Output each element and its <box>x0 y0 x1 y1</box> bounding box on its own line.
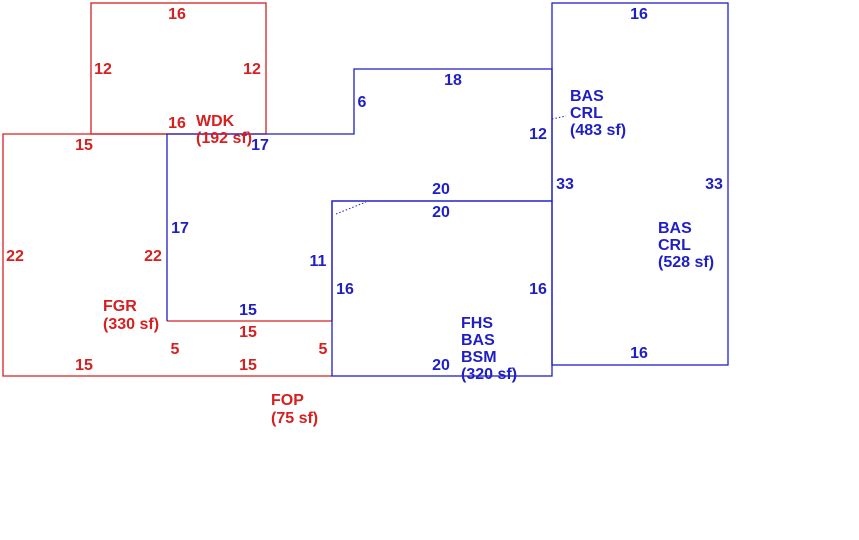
area-code: BSM <box>461 349 497 366</box>
area-size: (192 sf) <box>196 130 252 147</box>
area-code: WDK <box>196 113 235 130</box>
bas-upper-area-label: BAS CRL (483 sf) <box>570 88 626 139</box>
dimension-label: 12 <box>243 61 261 78</box>
dimension-label: 18 <box>444 72 462 89</box>
dimension-label: 5 <box>171 341 180 358</box>
dimension-label: 15 <box>239 324 257 341</box>
area-size: (330 sf) <box>103 316 159 333</box>
dimension-label: 15 <box>239 357 257 374</box>
living-outlines <box>166 2 729 377</box>
dimension-label: 5 <box>319 341 328 358</box>
fhs-outline <box>331 200 553 377</box>
wdk-area-label: WDK (192 sf) <box>196 113 252 147</box>
dimension-label: 33 <box>556 176 574 193</box>
area-code: CRL <box>658 237 691 254</box>
dimension-label: 16 <box>630 6 648 23</box>
area-size: (75 sf) <box>271 410 318 427</box>
area-size: (320 sf) <box>461 366 517 383</box>
dimension-label: 20 <box>432 357 450 374</box>
dimension-label: 20 <box>432 204 450 221</box>
bas-right-area-label: BAS CRL (528 sf) <box>658 220 714 271</box>
dimension-label: 6 <box>358 94 367 111</box>
dimension-label: 11 <box>310 253 327 270</box>
area-code: BAS <box>461 332 495 349</box>
dimension-label: 17 <box>171 220 189 237</box>
dimension-label: 16 <box>630 345 648 362</box>
dimension-label: 16 <box>529 281 547 298</box>
area-code: FHS <box>461 315 493 332</box>
dimension-label: 15 <box>75 357 93 374</box>
dimension-label: 16 <box>336 281 354 298</box>
dimension-label: 12 <box>94 61 112 78</box>
fgr-area-label: FGR (330 sf) <box>103 298 159 333</box>
fhs-area-label: FHS BAS BSM (320 sf) <box>461 315 517 383</box>
area-code: CRL <box>570 105 603 122</box>
dimension-label: 16 <box>168 115 186 132</box>
dimension-label: 15 <box>75 137 93 154</box>
area-connector-line <box>335 201 367 215</box>
dimension-label: 15 <box>239 302 257 319</box>
area-connector-line <box>551 115 567 120</box>
area-size: (483 sf) <box>570 122 626 139</box>
area-code: BAS <box>658 220 692 237</box>
fop-area-label: FOP (75 sf) <box>271 392 318 427</box>
dimension-label: 33 <box>705 176 723 193</box>
fgr-outline <box>2 133 167 377</box>
area-code: FOP <box>271 392 304 409</box>
area-size: (528 sf) <box>658 254 714 271</box>
dimension-label: 12 <box>529 126 547 143</box>
bas-right-outline <box>551 2 729 366</box>
dimension-label: 20 <box>432 181 450 198</box>
dimension-label: 17 <box>251 137 269 154</box>
exterior-dimension-labels: 16 12 12 16 15 22 22 15 15 5 5 15 <box>6 6 327 374</box>
living-dimension-labels: 18 6 17 17 11 15 20 12 20 16 16 20 16 33… <box>171 6 723 374</box>
dimension-label: 22 <box>144 248 162 265</box>
dimension-label: 16 <box>168 6 186 23</box>
area-code: FGR <box>103 298 137 315</box>
area-code: BAS <box>570 88 604 105</box>
dimension-label: 22 <box>6 248 24 265</box>
